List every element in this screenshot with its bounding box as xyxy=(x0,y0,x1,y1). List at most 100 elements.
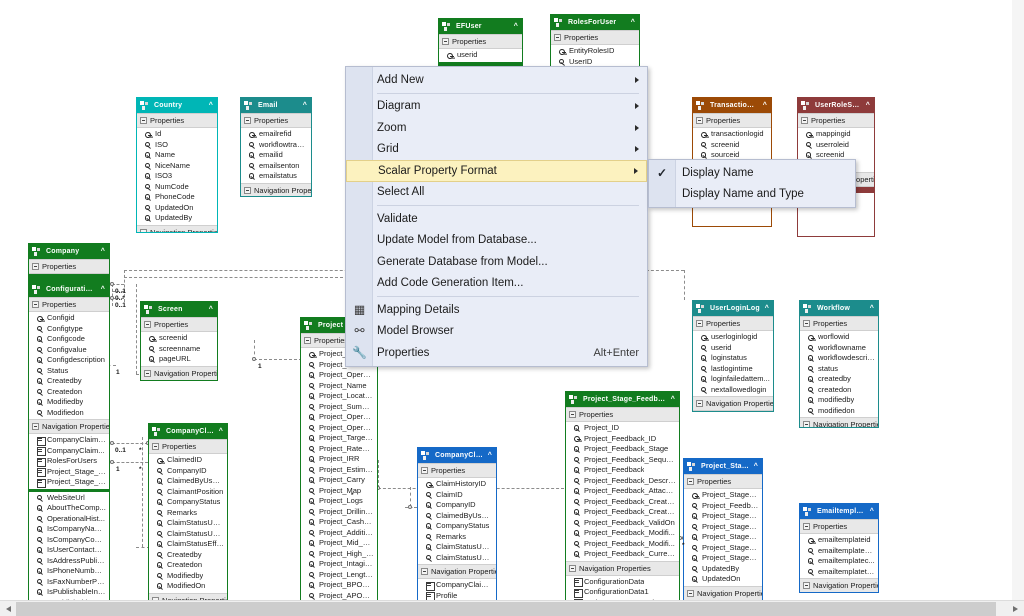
property-row[interactable]: Project_Drilling_... xyxy=(301,507,377,518)
property-row[interactable]: Project_Feedback_ValidOn xyxy=(566,518,679,529)
property-row[interactable]: Project_APO_Ne... xyxy=(301,591,377,602)
entity-header[interactable]: Email^ xyxy=(241,98,311,113)
property-row[interactable]: emailtemplatec... xyxy=(800,556,878,567)
entity-header[interactable]: UserRoleScree...^ xyxy=(798,98,874,113)
property-row[interactable]: Status xyxy=(29,366,109,377)
property-row[interactable]: pageURL xyxy=(141,354,217,365)
chevron-up-icon[interactable]: ^ xyxy=(302,102,307,109)
property-row[interactable]: ClaimID xyxy=(418,490,496,501)
property-row[interactable]: Configcode xyxy=(29,334,109,345)
property-row[interactable]: Name xyxy=(137,150,217,161)
property-row[interactable]: IsFaxNumberPu... xyxy=(29,577,109,588)
property-row[interactable]: RolesForUsers xyxy=(29,456,109,467)
property-row[interactable]: UpdatedBy xyxy=(137,213,217,224)
property-row[interactable]: Project_BPO_Ne... xyxy=(301,580,377,591)
property-row[interactable]: ClaimStatusUpd... xyxy=(149,529,227,540)
property-row[interactable]: createdon xyxy=(800,385,878,396)
property-row[interactable]: ClaimantPosition xyxy=(149,487,227,498)
property-row[interactable]: IsCompanyNam... xyxy=(29,524,109,535)
entity-box[interactable]: Project^PropertiesProject_IDProject_Comp… xyxy=(300,317,378,615)
expander-icon[interactable] xyxy=(696,117,703,124)
menu-item[interactable]: Update Model from Database... xyxy=(346,230,647,252)
scroll-left-arrow-icon[interactable] xyxy=(0,601,16,616)
property-row[interactable]: OperationalHist... xyxy=(29,514,109,525)
chevron-up-icon[interactable]: ^ xyxy=(208,102,213,109)
property-row[interactable]: Project_Feedback_Create... xyxy=(566,507,679,518)
property-row[interactable]: Project_IRR xyxy=(301,454,377,465)
section-header[interactable]: Navigation Properties xyxy=(418,564,496,579)
entity-header[interactable]: Transactionlog^ xyxy=(693,98,771,113)
property-row[interactable]: Project_Intagibl... xyxy=(301,559,377,570)
section-header[interactable]: Navigation Properties xyxy=(241,182,311,196)
property-row[interactable]: Project_Stage_At... xyxy=(684,522,762,533)
property-row[interactable]: CompanyStatus xyxy=(149,497,227,508)
menu-item[interactable]: Diagram xyxy=(346,96,647,118)
property-row[interactable]: Createdby xyxy=(29,376,109,387)
vertical-scrollbar[interactable] xyxy=(1012,0,1024,600)
menu-item[interactable]: ▦Mapping Details xyxy=(346,299,647,321)
property-row[interactable]: userid xyxy=(439,50,522,61)
menu-item[interactable]: Zoom xyxy=(346,117,647,139)
property-row[interactable]: modifiedon xyxy=(800,406,878,417)
property-row[interactable]: AboutTheComp... xyxy=(29,503,109,514)
property-row[interactable]: Project_ID xyxy=(566,423,679,434)
property-row[interactable]: ClaimStatusUpd... xyxy=(418,542,496,553)
menu-item[interactable]: Select All xyxy=(346,182,647,204)
menu-item[interactable]: Scalar Property Format xyxy=(346,160,647,182)
property-row[interactable]: CompanyClaime... xyxy=(418,580,496,591)
entity-header[interactable]: UserLoginLog^ xyxy=(693,301,773,316)
property-row[interactable]: EntityRolesID xyxy=(551,46,639,57)
property-row[interactable]: Project_Feedback_Modifi... xyxy=(566,528,679,539)
expander-icon[interactable] xyxy=(696,400,703,407)
menu-item[interactable]: Grid xyxy=(346,139,647,161)
section-header[interactable]: Navigation Properties xyxy=(566,560,679,576)
section-header[interactable]: Properties xyxy=(137,113,217,128)
chevron-up-icon[interactable]: ^ xyxy=(764,305,769,312)
section-header[interactable]: Navigation Properties xyxy=(684,585,762,601)
expander-icon[interactable] xyxy=(569,411,576,418)
section-header[interactable]: Properties xyxy=(693,113,771,128)
chevron-up-icon[interactable]: ^ xyxy=(513,23,518,30)
property-row[interactable]: NiceName xyxy=(137,161,217,172)
property-row[interactable]: WebSiteUrl xyxy=(29,493,109,504)
section-header[interactable]: Navigation Properties xyxy=(29,419,109,434)
property-row[interactable]: Project_ID xyxy=(301,349,377,360)
property-row[interactable]: PhoneCode xyxy=(137,192,217,203)
section-header[interactable]: Navigation Properties xyxy=(137,224,217,232)
property-row[interactable]: Modifiedby xyxy=(29,397,109,408)
chevron-up-icon[interactable]: ^ xyxy=(630,19,635,26)
property-row[interactable]: Project_Carry xyxy=(301,475,377,486)
property-row[interactable]: Project_Operato... xyxy=(301,412,377,423)
section-header[interactable]: Properties xyxy=(798,113,874,128)
expander-icon[interactable] xyxy=(144,321,151,328)
submenu-item[interactable]: ✓Display Name xyxy=(649,162,855,184)
expander-icon[interactable] xyxy=(696,320,703,327)
property-row[interactable]: Project_Feedback_Descri... xyxy=(566,476,679,487)
property-row[interactable]: Project_Feedback_Stage xyxy=(566,444,679,455)
expander-icon[interactable] xyxy=(421,568,428,575)
section-header[interactable]: Properties xyxy=(693,316,773,331)
submenu-item[interactable]: Display Name and Type xyxy=(649,184,855,206)
expander-icon[interactable] xyxy=(140,228,147,232)
scroll-thumb[interactable] xyxy=(16,602,996,616)
scroll-right-arrow-icon[interactable] xyxy=(1008,601,1024,616)
menu-item[interactable]: Validate xyxy=(346,208,647,230)
menu-item[interactable]: Generate Database from Model... xyxy=(346,251,647,273)
expander-icon[interactable] xyxy=(442,38,449,45)
section-header[interactable]: Properties xyxy=(551,30,639,45)
entity-header[interactable]: Configuration...^ xyxy=(29,282,109,297)
expander-icon[interactable] xyxy=(32,263,39,270)
property-row[interactable]: ModifiedOn xyxy=(149,581,227,592)
property-row[interactable]: Project_Stage_At... xyxy=(684,532,762,543)
property-row[interactable]: ClaimStatusEffec... xyxy=(149,539,227,550)
expander-icon[interactable] xyxy=(244,186,251,194)
property-row[interactable]: Project_Feedback_Curren... xyxy=(566,549,679,560)
property-row[interactable]: Project_Logs xyxy=(301,496,377,507)
section-header[interactable]: Navigation Properties xyxy=(141,365,217,380)
